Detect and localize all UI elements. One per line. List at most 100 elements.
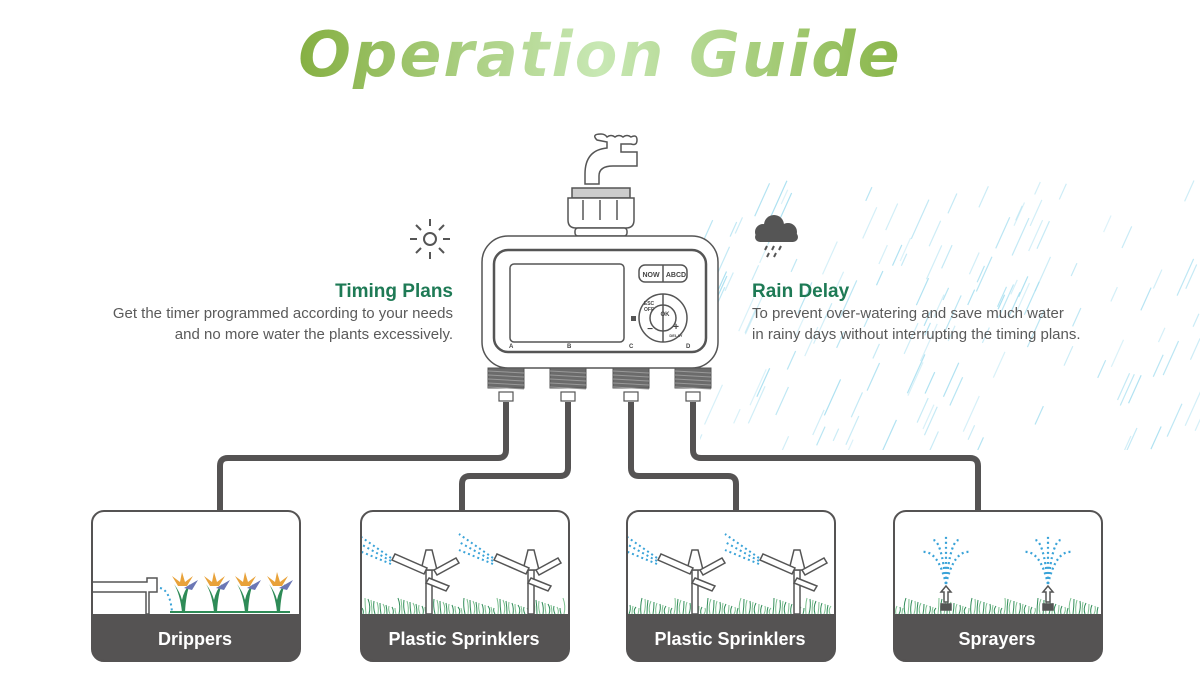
rain-streak <box>1166 403 1183 437</box>
rain-streak <box>839 280 858 319</box>
rain-streak <box>1194 418 1200 431</box>
ok-label[interactable]: OK <box>661 312 671 318</box>
dripper-pipe <box>92 577 158 615</box>
rain-streak <box>1029 199 1043 227</box>
rain-streak <box>738 297 755 332</box>
rain-streak <box>947 193 958 214</box>
rain-streak <box>906 354 926 394</box>
flower-icon <box>204 572 230 612</box>
rain-streak <box>797 282 813 314</box>
rain-streak <box>962 395 980 432</box>
rain-streak <box>924 322 931 336</box>
rain-streak <box>976 265 986 283</box>
rain-desc-line-1: To prevent over-watering and save much w… <box>752 305 1064 322</box>
panel-sprinklers <box>360 510 570 662</box>
rain-streak <box>942 287 950 301</box>
panel-sprayers <box>893 510 1103 662</box>
hose-c <box>628 402 739 512</box>
rain-streak <box>734 217 744 234</box>
rain-streak <box>977 437 984 450</box>
rain-streak <box>923 311 932 327</box>
rain-streak <box>823 379 842 416</box>
rain-streak <box>1185 264 1198 290</box>
rain-streak <box>922 404 935 430</box>
lock-icon <box>631 316 636 321</box>
rain-streak <box>925 245 943 280</box>
rain-streak <box>1123 435 1132 450</box>
rain-streak <box>775 386 789 416</box>
rain-streak <box>863 312 872 328</box>
rain-streak <box>733 408 741 424</box>
rain-streak <box>865 186 873 202</box>
rain-streak <box>910 199 930 240</box>
flower-icon <box>267 572 293 612</box>
abcd-button[interactable]: ABCD <box>666 272 686 279</box>
rain-streak <box>942 362 960 398</box>
flower-icon <box>172 572 198 612</box>
plus-button[interactable]: + <box>673 322 679 333</box>
rain-streak <box>907 361 924 396</box>
rain-streak <box>747 385 766 424</box>
outlet-label-d: D <box>686 344 691 350</box>
timing-desc-line-1: Get the timer programmed according to yo… <box>112 305 453 322</box>
rain-streak <box>756 367 771 397</box>
rain-delay-title: Rain Delay <box>752 281 850 302</box>
rain-streak <box>724 272 734 292</box>
rain-streak <box>833 271 845 293</box>
rain-delay-description: To prevent over-watering and save much w… <box>752 303 1172 345</box>
rain-streak <box>1192 313 1200 327</box>
rain-streak <box>1008 291 1021 318</box>
rain-streak <box>744 308 757 334</box>
rain-streak <box>1015 205 1023 221</box>
minus-button[interactable]: − <box>647 324 653 335</box>
rain-streak <box>751 265 760 281</box>
rain-streak <box>1018 276 1029 297</box>
panel-label-sprinklers-1: Plastic Sprinklers <box>388 629 540 649</box>
rain-streak <box>995 217 1011 249</box>
rain-streak <box>744 295 764 335</box>
rain-streak <box>866 362 881 391</box>
sprinkler-icon <box>656 549 727 615</box>
rain-streak <box>780 189 789 205</box>
rain-streak <box>1012 282 1031 319</box>
page-title: Operation Guide <box>0 18 1200 91</box>
panel-border <box>91 510 301 662</box>
outlet-label-b: B <box>567 344 572 350</box>
timer-device <box>481 235 719 369</box>
rain-streak <box>928 220 942 247</box>
outlet-label-c: C <box>629 344 634 350</box>
rain-streak <box>967 289 976 306</box>
rain-streak <box>968 252 980 275</box>
rain-streak <box>836 331 845 349</box>
panel-label-band <box>894 614 1102 661</box>
rain-streak <box>1140 287 1152 311</box>
hose-b <box>459 402 571 512</box>
rain-streak <box>1013 202 1026 226</box>
delay-label: DELAY <box>669 333 683 338</box>
sprinkler-icon <box>390 549 461 615</box>
rain-streak <box>872 343 880 359</box>
outlet-connectors <box>487 367 712 402</box>
esc-label[interactable]: ESC <box>644 301 655 307</box>
now-button[interactable]: NOW <box>642 272 660 279</box>
rain-streak <box>923 406 938 436</box>
rain-streak <box>929 431 939 450</box>
rain-streak <box>997 294 1006 310</box>
rain-streak <box>813 315 827 344</box>
panel-sprinklers <box>626 510 836 662</box>
rain-streak <box>754 183 771 217</box>
rain-streak <box>975 256 993 292</box>
panel-label-sprayers: Sprayers <box>958 629 1036 649</box>
rain-streak <box>1189 338 1200 360</box>
rain-streak <box>717 246 731 273</box>
rain-streak <box>947 325 956 342</box>
rain-desc-line-2: in rainy days without interrupting the t… <box>752 326 1081 343</box>
panel-label-drippers: Drippers <box>157 629 233 649</box>
rain-streak <box>824 303 833 319</box>
rain-streak <box>1110 339 1125 368</box>
rain-streak <box>781 436 790 450</box>
rain-streak <box>1157 327 1166 343</box>
rain-streak <box>1152 354 1164 377</box>
outlet-d <box>674 367 712 402</box>
